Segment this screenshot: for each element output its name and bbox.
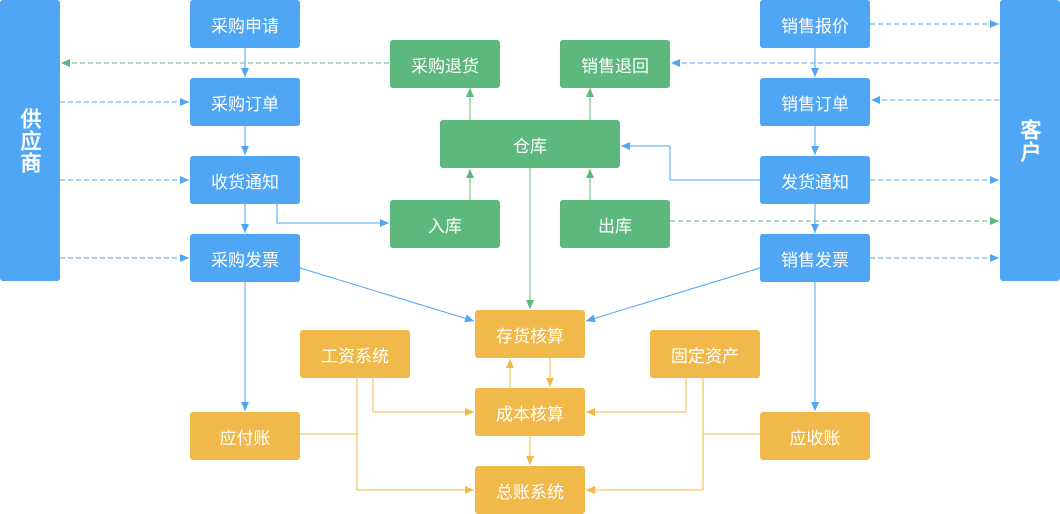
purchase-request-node[interactable]: 采购申请: [190, 0, 300, 48]
arrow-purchase-invoice-to-inventory: [299, 267, 475, 323]
arrow-receipt-to-inbound: [276, 204, 389, 227]
general-ledger-node[interactable]: 总账系统: [475, 466, 585, 514]
sales-invoice-node[interactable]: 销售发票: [760, 234, 870, 282]
payroll-node[interactable]: 工资系统: [300, 330, 410, 378]
cost-accounting-node[interactable]: 成本核算: [475, 388, 585, 436]
sales-quote-node[interactable]: 销售报价: [760, 0, 870, 48]
payables-node[interactable]: 应付账: [190, 412, 300, 460]
arrow-payroll-to-cost: [372, 378, 474, 416]
receivables-node[interactable]: 应收账: [760, 412, 870, 460]
arrow-assets-receivables-to-ledger: [586, 433, 760, 494]
purchase-invoice-node[interactable]: 采购发票: [190, 234, 300, 282]
inventory-accounting-node[interactable]: 存货核算: [475, 310, 585, 358]
shipping-notice-node[interactable]: 发货通知: [760, 156, 870, 204]
arrow-shipping-to-warehouse: [621, 142, 760, 181]
sales-order-node[interactable]: 销售订单: [760, 78, 870, 126]
purchase-return-node[interactable]: 采购退货: [390, 40, 500, 88]
fixed-assets-node[interactable]: 固定资产: [650, 330, 760, 378]
receipt-notice-node[interactable]: 收货通知: [190, 156, 300, 204]
arrow-payroll-payables-to-ledger: [300, 433, 474, 494]
supplier-panel[interactable]: 供应商: [0, 0, 60, 281]
warehouse-node[interactable]: 仓库: [440, 120, 620, 168]
purchase-order-node[interactable]: 采购订单: [190, 78, 300, 126]
arrow-sales-invoice-to-inventory: [585, 267, 761, 323]
sales-return-node[interactable]: 销售退回: [560, 40, 670, 88]
customer-panel[interactable]: 客户: [1000, 0, 1060, 281]
outbound-node[interactable]: 出库: [560, 200, 670, 248]
inbound-node[interactable]: 入库: [390, 200, 500, 248]
arrow-fixed-assets-to-cost: [586, 378, 687, 416]
